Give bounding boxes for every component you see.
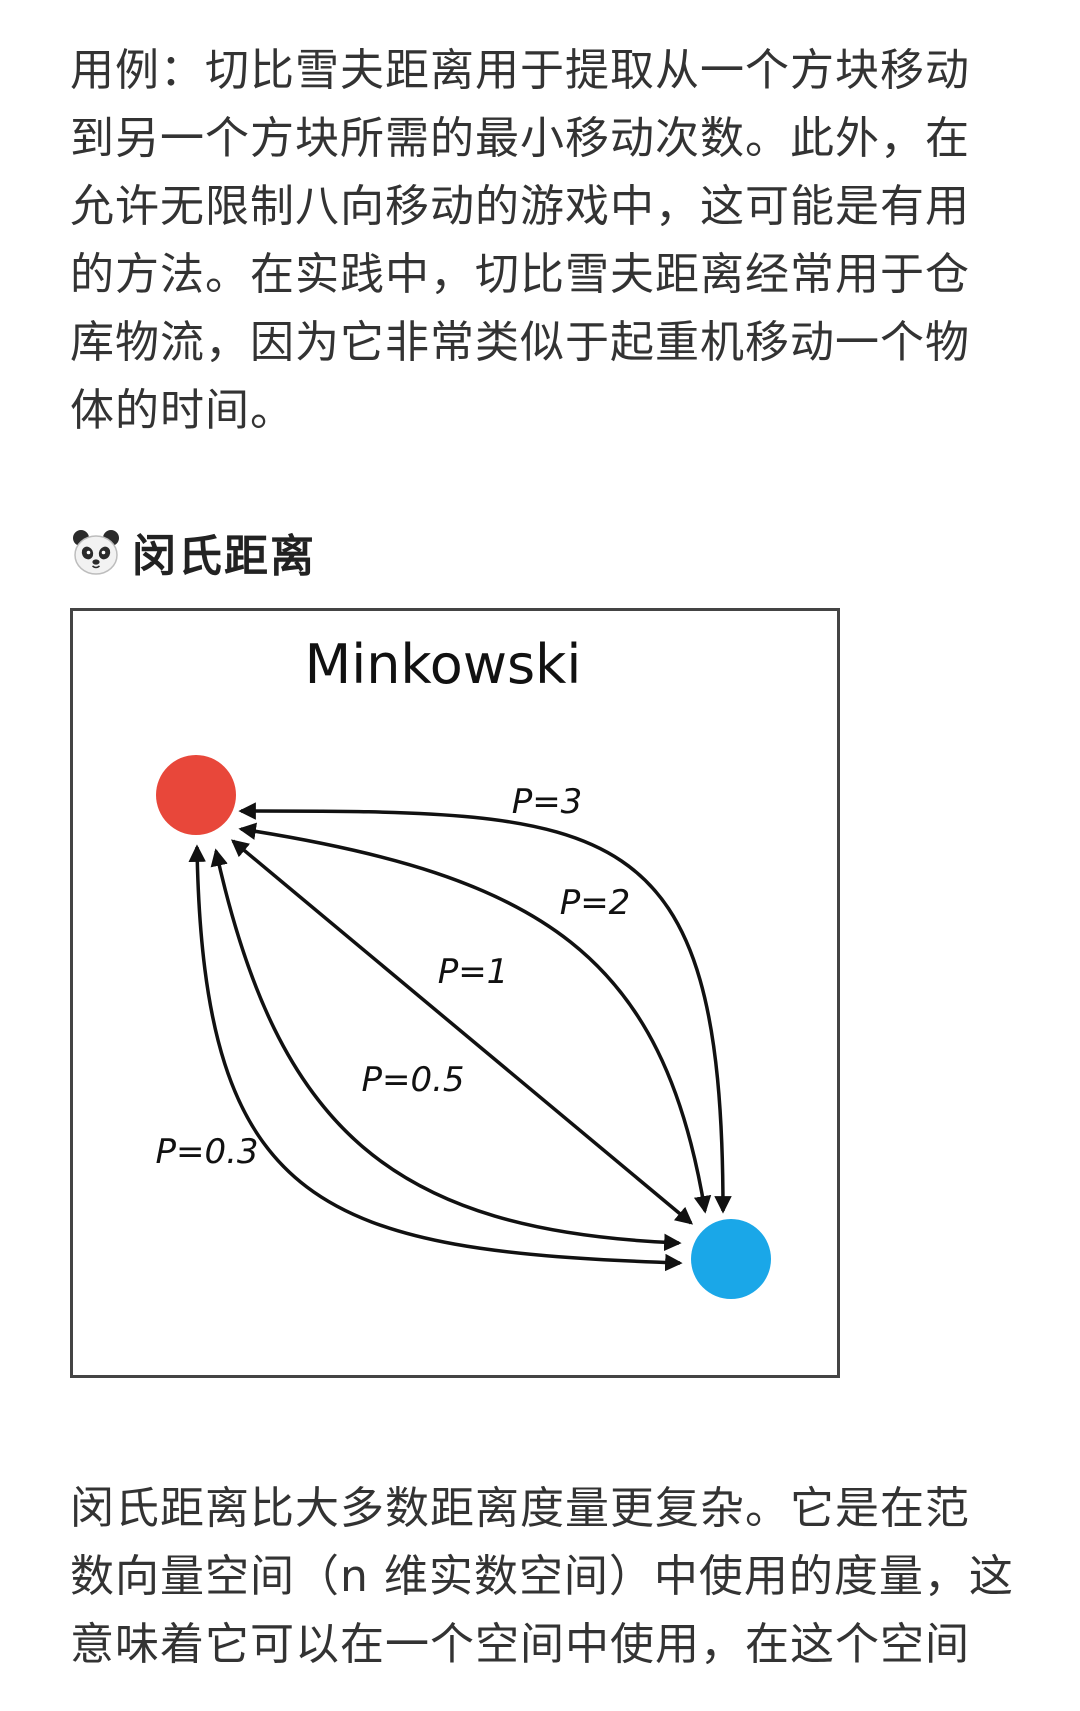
intro-line: 用例：切比雪夫距离用于提取从一个方块移动 <box>70 45 970 96</box>
section-title: 闵氏距离 <box>132 531 316 582</box>
curve-p3 <box>238 802 732 1214</box>
intro-line: 允许无限制八向移动的游戏中，这可能是有用 <box>70 181 970 232</box>
curve-label-p3: P=3 <box>512 782 583 822</box>
outro-line: 闵氏距离比大多数距离度量更复杂。它是在范 <box>70 1483 970 1534</box>
curve-label-p2: P=2 <box>560 883 631 923</box>
curve-p03 <box>188 844 683 1272</box>
curve-p2 <box>238 822 712 1214</box>
curve-label-p05: P=0.5 <box>361 1060 464 1100</box>
intro-line: 的方法。在实践中，切比雪夫距离经常用于仓 <box>70 249 970 300</box>
panda-face-icon <box>73 530 119 575</box>
intro-line: 体的时间。 <box>70 385 295 436</box>
outro-line: 数向量空间（n 维实数空间）中使用的度量，这 <box>70 1551 1014 1602</box>
minkowski-figure: Minkowski P=3 P=2 P=1 P=0.5 P=0.3 <box>70 608 840 1378</box>
intro-line: 库物流，因为它非常类似于起重机移动一个物 <box>70 317 970 368</box>
section-heading: 闵氏距离 <box>70 522 316 582</box>
intro-paragraph: 用例：切比雪夫距离用于提取从一个方块移动 到另一个方块所需的最小移动次数。此外，… <box>70 37 1000 445</box>
minkowski-diagram: Minkowski P=3 P=2 P=1 P=0.5 P=0.3 <box>155 633 771 1299</box>
outro-line: 意味着它可以在一个空间中使用，在这个空间 <box>70 1619 970 1670</box>
end-point <box>691 1219 771 1299</box>
curve-label-p1: P=1 <box>438 952 509 992</box>
figure-title: Minkowski <box>305 633 582 696</box>
curve-label-p03: P=0.3 <box>155 1132 258 1172</box>
outro-paragraph: 闵氏距离比大多数距离度量更复杂。它是在范 数向量空间（n 维实数空间）中使用的度… <box>70 1475 1014 1679</box>
intro-line: 到另一个方块所需的最小移动次数。此外，在 <box>70 113 970 164</box>
start-point <box>156 755 236 835</box>
